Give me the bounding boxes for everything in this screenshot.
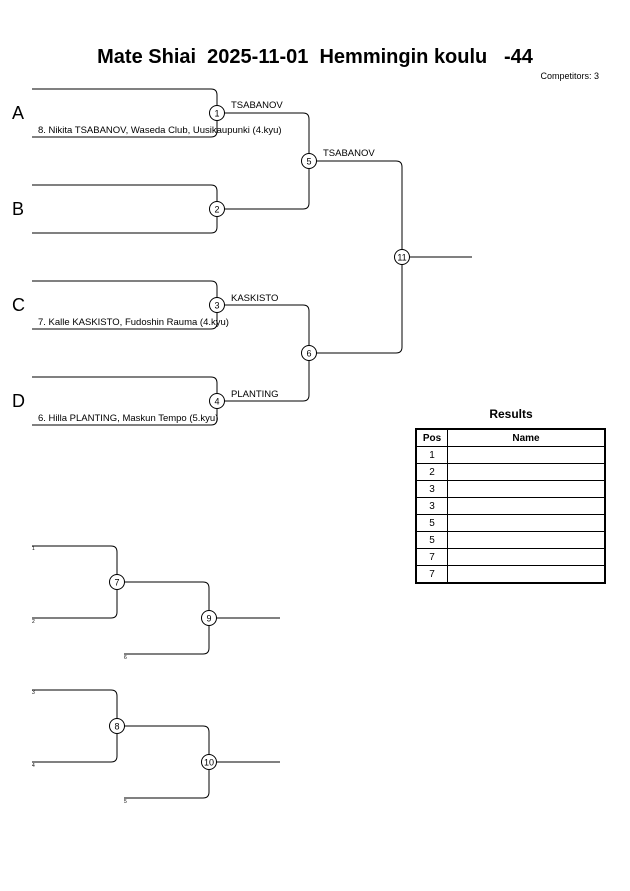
- results-row: 3: [415, 480, 606, 498]
- results-name: [447, 446, 606, 464]
- results-table: Pos Name 1 2 3 3 5 5 7 7: [415, 428, 606, 584]
- final-bracket: [309, 160, 403, 354]
- match-7-circle: [109, 574, 125, 590]
- results-pos: 3: [415, 497, 448, 515]
- results-name: [447, 548, 606, 566]
- repechage-9-bracket: [117, 581, 210, 655]
- results-header-name: Name: [447, 428, 606, 447]
- results-pos: 5: [415, 514, 448, 532]
- results-row: 1: [415, 446, 606, 464]
- results-pos: 2: [415, 463, 448, 481]
- results-header-row: Pos Name: [415, 428, 606, 447]
- match-2-number: 2: [214, 205, 219, 215]
- results-title: Results: [489, 407, 533, 421]
- results-row: 5: [415, 514, 606, 532]
- results-row: 3: [415, 497, 606, 515]
- results-row: 5: [415, 531, 606, 549]
- match-6-circle: [301, 345, 317, 361]
- match-6-number: 6: [306, 349, 311, 359]
- winner-match-4: PLANTING: [231, 389, 279, 400]
- match-11-circle: [394, 249, 410, 265]
- match-1-number: 1: [214, 109, 219, 119]
- match-5-circle: [301, 153, 317, 169]
- results-row: 7: [415, 548, 606, 566]
- winner-match-3: KASKISTO: [231, 293, 278, 304]
- competitors-count: Competitors: 3: [540, 71, 599, 81]
- results-row: 7: [415, 565, 606, 584]
- repechage-2-top-label: 3: [32, 690, 35, 696]
- pool-label-c: C: [12, 295, 25, 315]
- entry-pool-c: 7. Kalle KASKISTO, Fudoshin Rauma (4.kyu…: [38, 317, 229, 328]
- results-name: [447, 514, 606, 532]
- match-4-circle: [209, 393, 225, 409]
- match-8-number: 8: [114, 722, 119, 732]
- match-1-circle: [209, 105, 225, 121]
- results-name: [447, 497, 606, 515]
- repechage-2-bottom-label: 4: [32, 763, 35, 769]
- winner-match-5: TSABANOV: [323, 148, 375, 159]
- pool-b-bracket: [32, 184, 218, 234]
- match-10-number: 10: [204, 758, 214, 768]
- semifinal-6-bracket: [217, 304, 310, 402]
- results-pos: 7: [415, 565, 448, 584]
- match-5-number: 5: [306, 157, 311, 167]
- pool-label-d: D: [12, 391, 25, 411]
- match-3-number: 3: [214, 301, 219, 311]
- match-3-circle: [209, 297, 225, 313]
- results-row: 2: [415, 463, 606, 481]
- match-8-circle: [109, 718, 125, 734]
- repechage-1-third-label: 6: [124, 655, 127, 661]
- results-pos: 3: [415, 480, 448, 498]
- pool-label-b: B: [12, 199, 25, 219]
- match-9-circle: [201, 610, 217, 626]
- match-9-number: 9: [206, 614, 211, 624]
- repechage-2-third-label: 5: [124, 799, 127, 805]
- results-pos: 7: [415, 548, 448, 566]
- repechage-8-bracket: [32, 689, 118, 763]
- pool-label-a: A: [12, 103, 25, 123]
- results-pos: 1: [415, 446, 448, 464]
- sheet-title: Mate Shiai 2025-11-01 Hemmingin koulu -4…: [97, 46, 533, 68]
- results-name: [447, 480, 606, 498]
- match-7-number: 7: [114, 578, 119, 588]
- repechage-10-bracket: [117, 725, 210, 799]
- results-pos: 5: [415, 531, 448, 549]
- repechage-1-bottom-label: 2: [32, 619, 35, 625]
- winner-match-1: TSABANOV: [231, 100, 283, 111]
- results-name: [447, 565, 606, 584]
- match-11-number: 11: [397, 253, 406, 263]
- repechage-1-top-label: 1: [32, 546, 35, 552]
- entry-pool-a: 8. Nikita TSABANOV, Waseda Club, Uusikau…: [38, 125, 282, 136]
- match-4-number: 4: [214, 397, 219, 407]
- entry-pool-d: 6. Hilla PLANTING, Maskun Tempo (5.kyu): [38, 413, 218, 424]
- results-name: [447, 463, 606, 481]
- results-name: [447, 531, 606, 549]
- results-header-pos: Pos: [415, 428, 448, 447]
- repechage-7-bracket: [32, 545, 118, 619]
- match-10-circle: [201, 754, 217, 770]
- match-2-circle: [209, 201, 225, 217]
